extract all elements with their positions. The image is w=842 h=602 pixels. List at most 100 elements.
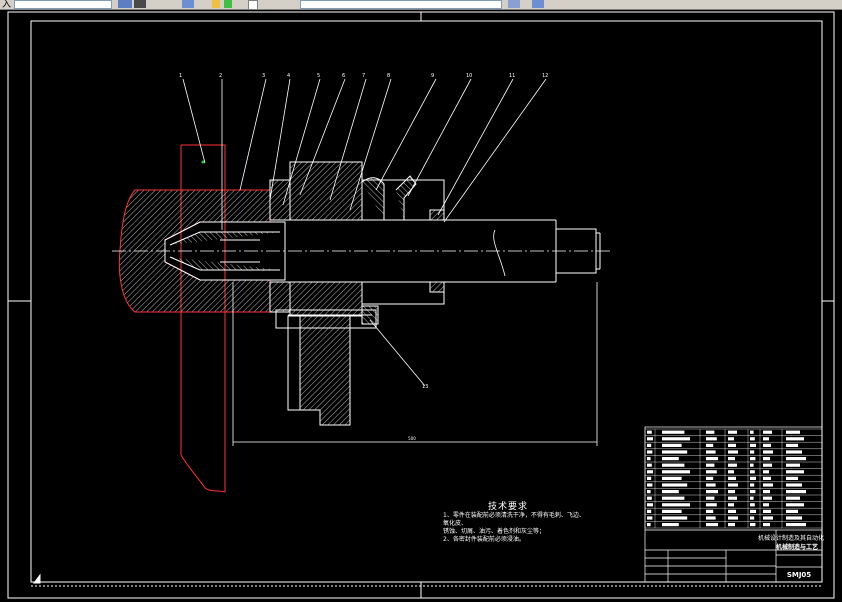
- parts-cell-text: [728, 483, 738, 487]
- layer-combo[interactable]: [14, 0, 112, 9]
- parts-cell-text: [728, 523, 735, 527]
- parts-cell-text: [750, 457, 756, 461]
- layer-manager-icon[interactable]: [532, 0, 544, 8]
- parts-cell-text: [786, 430, 800, 434]
- parts-cell-text: [706, 437, 717, 441]
- dimension-text: 500: [408, 436, 416, 441]
- balloon-7: 7: [362, 73, 365, 79]
- parts-cell-text: [662, 443, 682, 447]
- parts-cell-text: [750, 450, 755, 454]
- parts-cell-text: [706, 490, 718, 494]
- balloon-2: 2: [219, 73, 222, 79]
- layer-icon[interactable]: [182, 0, 194, 8]
- parts-cell-text: [763, 503, 769, 507]
- balloon-1: 1: [179, 73, 182, 79]
- sun-icon[interactable]: [212, 0, 220, 8]
- balloon-3: 3: [262, 73, 265, 79]
- color-swatch-icon[interactable]: [248, 0, 258, 9]
- parts-cell-text: [647, 470, 653, 474]
- drawing-subtitle: 机械制造与工艺: [776, 544, 819, 551]
- parts-cell-text: [728, 490, 735, 494]
- parts-cell-text: [706, 503, 717, 507]
- parts-cell-text: [662, 476, 682, 480]
- parts-cell-text: [763, 437, 769, 441]
- balloon-labels: 1 2 3 4 5 6 7 8 9 10 11 12 13: [179, 73, 548, 390]
- parts-cell-text: [750, 523, 756, 527]
- parts-cell-text: [750, 483, 755, 487]
- parts-cell-text: [750, 470, 755, 474]
- parts-cell-text: [728, 503, 734, 507]
- note-line-4: 2、各密封件装配前必须浸油。: [443, 536, 525, 543]
- parts-cell-text: [750, 443, 756, 447]
- balloon-4: 4: [287, 73, 290, 79]
- parts-cell-text: [786, 463, 800, 467]
- parts-cell-text: [763, 476, 771, 480]
- parts-cell-text: [728, 470, 734, 474]
- parts-cell-text: [763, 463, 772, 467]
- parts-cell-text: [706, 450, 716, 454]
- parts-cell-text: [647, 443, 652, 447]
- parts-cell-text: [786, 470, 804, 474]
- properties-icon[interactable]: [508, 0, 520, 8]
- parts-cell-text: [786, 437, 804, 441]
- parts-cell-text: [706, 509, 714, 513]
- parts-cell-text: [647, 476, 652, 480]
- parts-cell-text: [763, 523, 770, 527]
- parts-cell-text: [647, 503, 653, 507]
- balloon-leaders: [182, 78, 547, 387]
- parts-cell-text: [662, 470, 690, 474]
- parts-cell-text: [786, 443, 798, 447]
- technical-notes: 1、零件在装配前必须清洗干净，不得有毛刺、飞边、 氧化皮、 锈蚀、切屑、油污、着…: [443, 512, 643, 544]
- dimension-line: [232, 282, 598, 446]
- parts-cell-text: [763, 483, 773, 487]
- parts-cell-text: [647, 457, 651, 461]
- parts-cell-text: [706, 483, 716, 487]
- parts-cell-text: [786, 496, 800, 500]
- parts-cell-text: [750, 430, 754, 434]
- parts-cell-text: [763, 457, 770, 461]
- parts-cell-text: [662, 490, 679, 494]
- parts-cell-text: [763, 516, 773, 520]
- print-icon[interactable]: [134, 0, 146, 8]
- linetype-combo[interactable]: [300, 0, 502, 9]
- parts-cell-text: [706, 443, 714, 447]
- parts-cell-text: [706, 463, 715, 467]
- menu-label[interactable]: 入: [2, 0, 12, 10]
- balloon-9: 9: [431, 73, 434, 79]
- cad-toolbar: 入: [0, 0, 842, 10]
- parts-cell-text: [728, 496, 737, 500]
- parts-cell-text: [647, 523, 651, 527]
- parts-cell-text: [662, 496, 685, 500]
- parts-cell-text: [662, 430, 685, 434]
- parts-cell-text: [763, 509, 771, 513]
- parts-cell-text: [647, 483, 653, 487]
- parts-list: [644, 428, 823, 529]
- parts-cell-text: [728, 430, 737, 434]
- parts-cell-text: [647, 437, 653, 441]
- parts-cell-text: [662, 523, 679, 527]
- save-icon[interactable]: [118, 0, 132, 8]
- collet: [164, 221, 286, 281]
- parts-cell-text: [786, 490, 806, 494]
- parts-cell-text: [662, 509, 682, 513]
- parts-cell-text: [662, 503, 690, 507]
- parts-cell-text: [647, 463, 652, 467]
- balloon-11: 11: [509, 73, 515, 79]
- parts-cell-text: [647, 509, 652, 513]
- parts-cell-text: [750, 496, 754, 500]
- parts-cell-text: [706, 430, 715, 434]
- note-line-2: 氧化皮、: [443, 520, 468, 527]
- parts-cell-text: [763, 443, 771, 447]
- parts-cell-text: [662, 516, 688, 520]
- parts-cell-text: [750, 437, 755, 441]
- school-label: 机械设计制造及其自动化: [758, 535, 825, 542]
- parts-cell-text: [786, 503, 804, 507]
- parts-cell-text: [706, 516, 716, 520]
- lock-icon[interactable]: [224, 0, 232, 8]
- parts-cell-text: [750, 516, 755, 520]
- parts-cell-text: [763, 450, 773, 454]
- balloon-10: 10: [466, 73, 472, 79]
- parts-cell-text: [786, 483, 802, 487]
- parts-cell-text: [647, 430, 652, 434]
